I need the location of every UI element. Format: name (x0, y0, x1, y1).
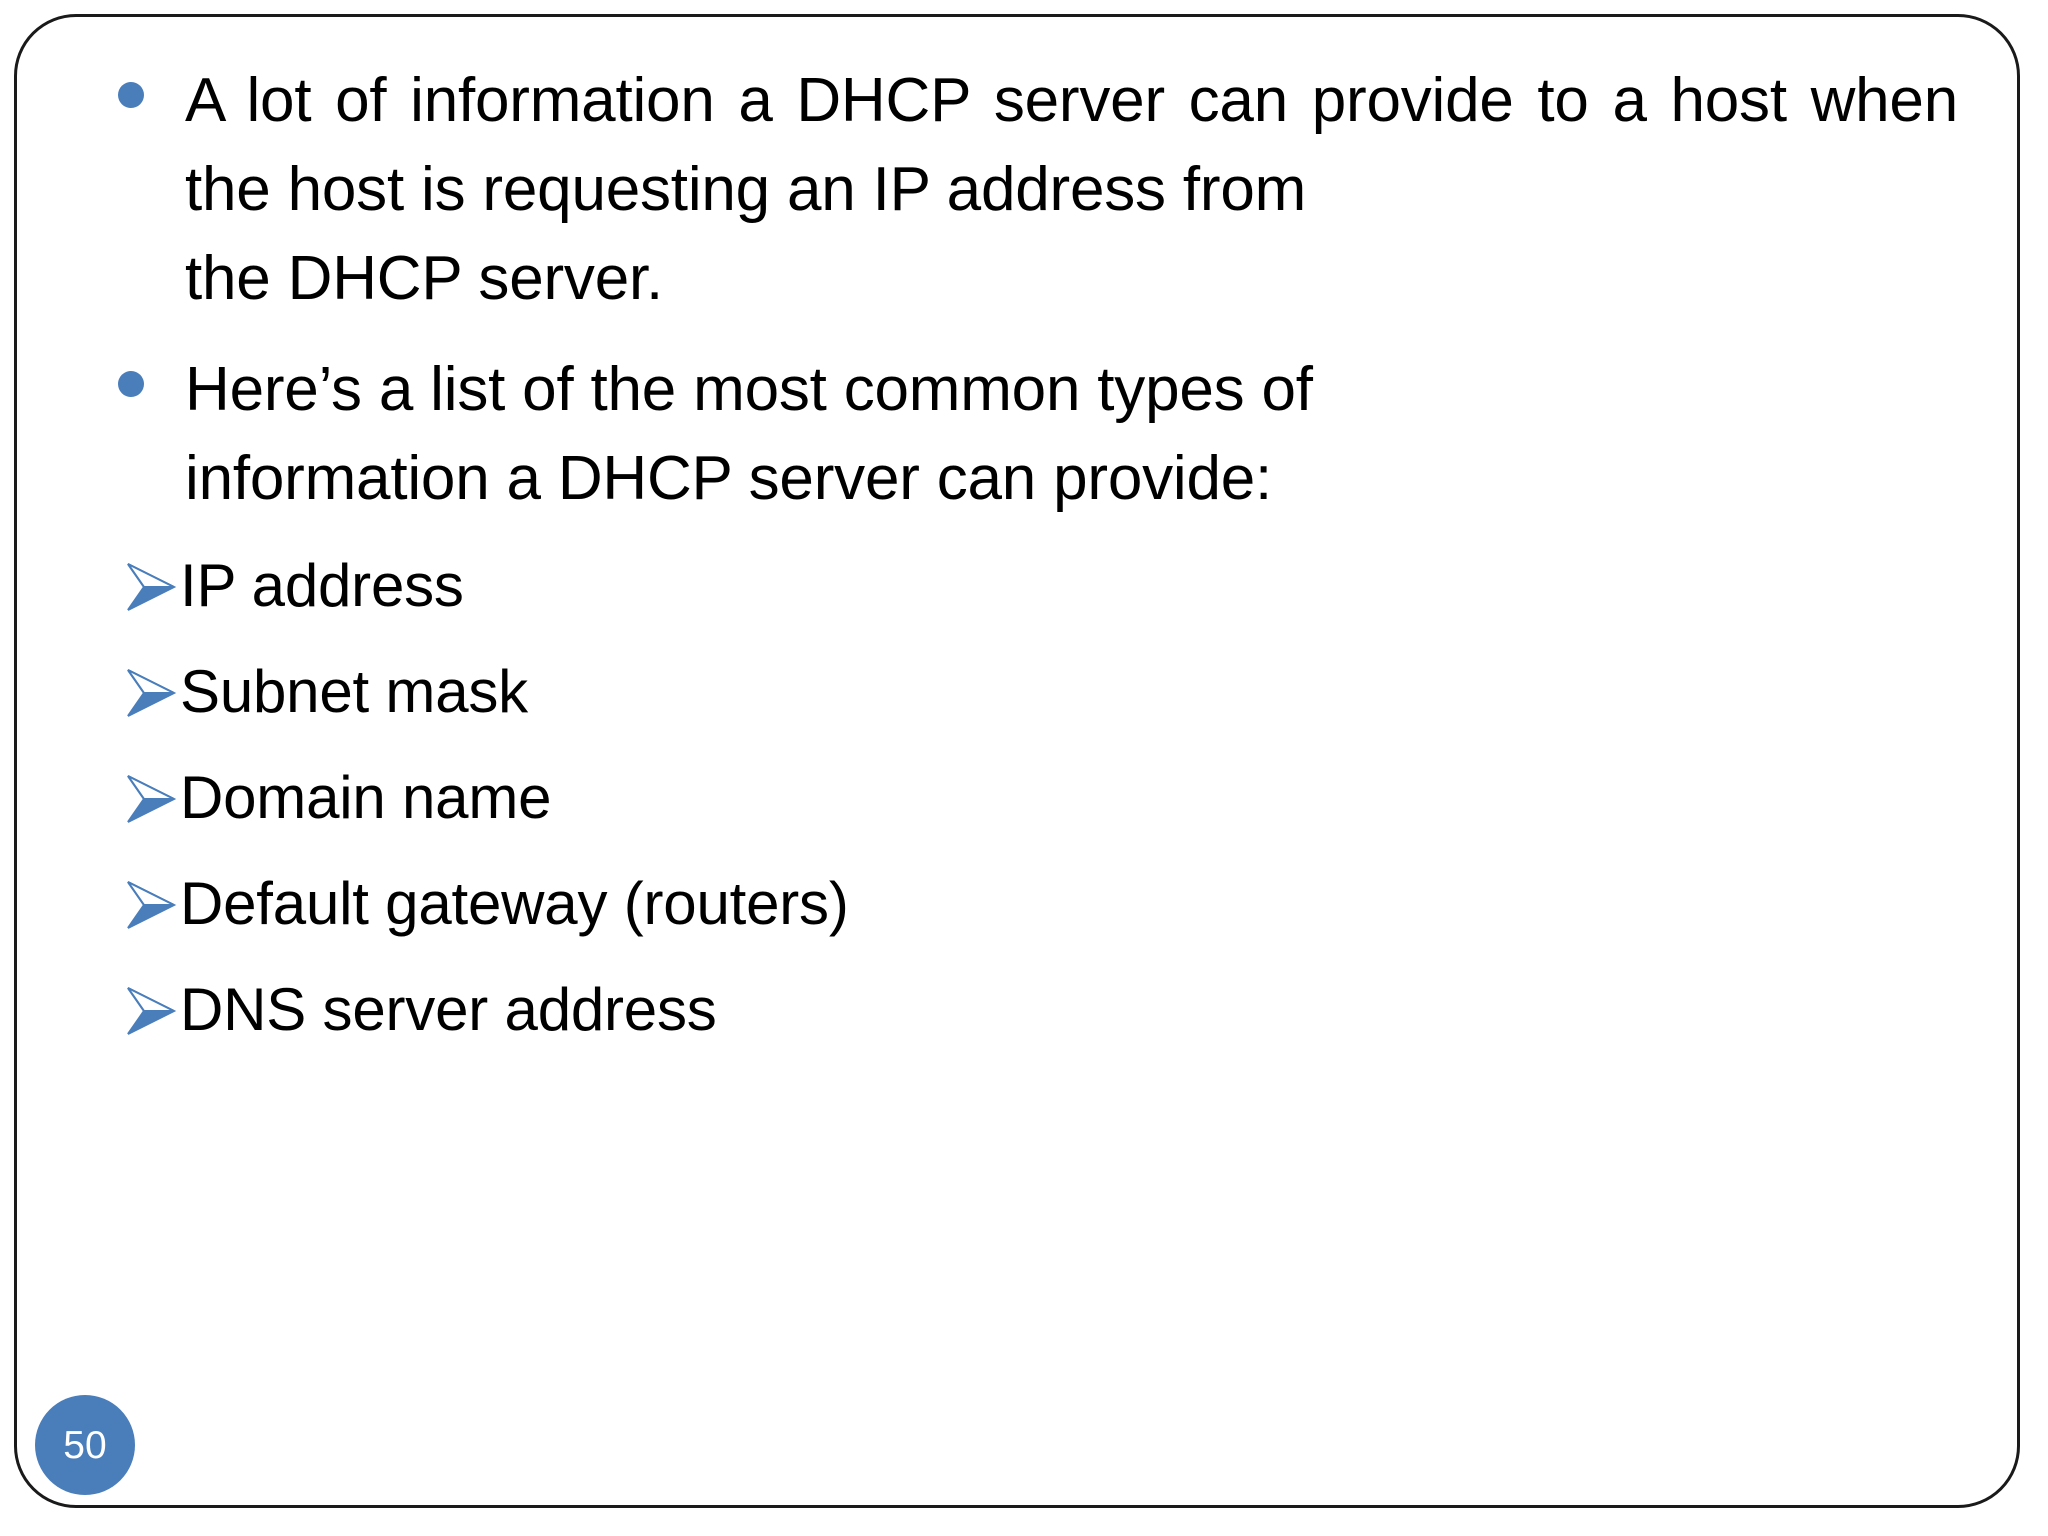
page-number-badge: 50 (35, 1395, 135, 1495)
bullet-item-2-body: Here’s a list of the most common types o… (185, 355, 1313, 424)
bullet-item-2: Here’s a list of the most common types o… (118, 345, 1958, 523)
sub-bullet-label: Domain name (180, 764, 552, 831)
sub-bullet-label: IP address (180, 552, 464, 619)
filled-circle-bullet-icon (118, 82, 144, 108)
filled-circle-bullet-icon (118, 371, 144, 397)
page-number-label: 50 (63, 1423, 107, 1467)
sub-bullet-item-default-gateway: Default gateway (routers) (122, 860, 1822, 966)
arrowhead-bullet-icon (122, 980, 180, 1042)
arrowhead-bullet-icon (122, 556, 180, 618)
bullet-item-1-lastline: the DHCP server. (185, 244, 664, 313)
bullet-item-1: A lot of information a DHCP server can p… (118, 56, 1958, 323)
arrowhead-bullet-icon (122, 662, 180, 724)
bullet-item-2-text: Here’s a list of the most common types o… (185, 345, 1958, 523)
sub-bullet-item-dns-server-address: DNS server address (122, 966, 1822, 1072)
sub-bullet-item-domain-name: Domain name (122, 754, 1822, 860)
sub-bullet-item-subnet-mask: Subnet mask (122, 648, 1822, 754)
sub-bullet-label: Default gateway (routers) (180, 870, 849, 937)
arrowhead-bullet-icon (122, 768, 180, 830)
sub-bullet-label: Subnet mask (180, 658, 528, 725)
bullet-item-2-lastline: information a DHCP server can provide: (185, 444, 1273, 513)
bullet-item-1-text: A lot of information a DHCP server can p… (185, 56, 1958, 323)
bullet-item-1-body: A lot of information a DHCP server can p… (185, 66, 1958, 224)
sub-bullet-item-ip-address: IP address (122, 542, 1822, 648)
sub-bullet-label: DNS server address (180, 976, 717, 1043)
arrowhead-bullet-icon (122, 874, 180, 936)
